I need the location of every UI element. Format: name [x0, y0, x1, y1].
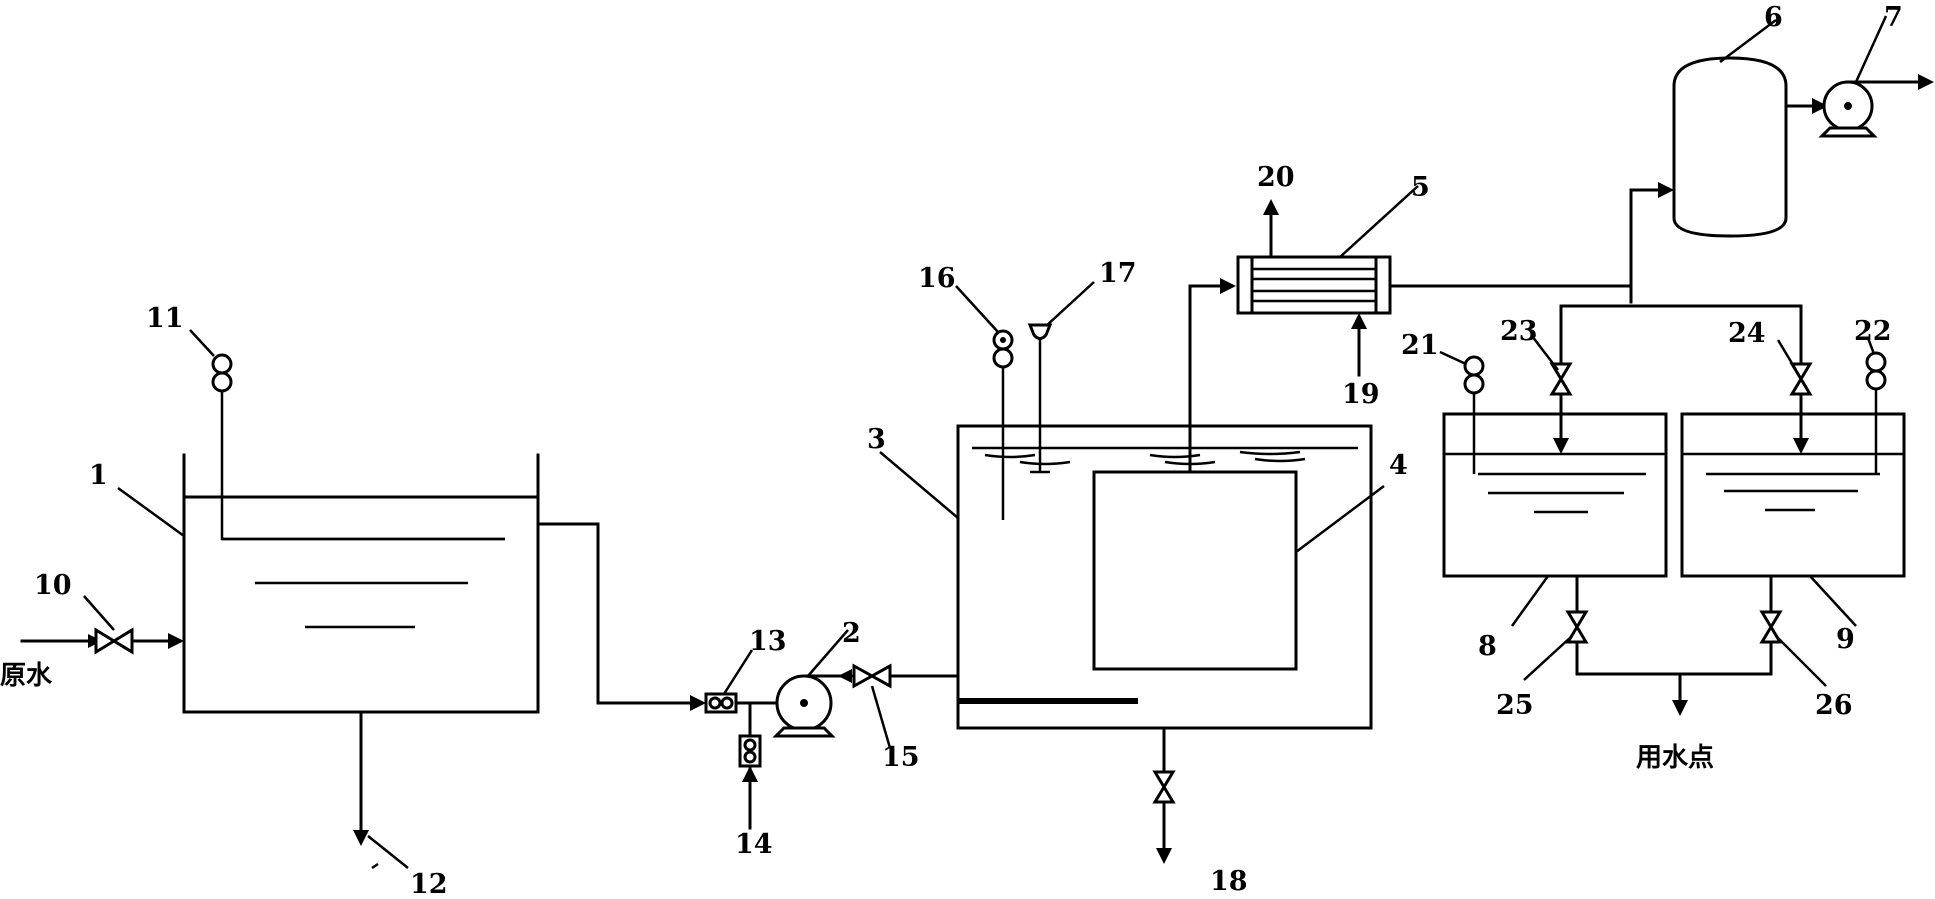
inlet-14 — [738, 701, 762, 830]
leader-lines — [83, 15, 1888, 870]
label-15: 15 — [882, 742, 920, 773]
vessel-6 — [1672, 56, 1828, 238]
tank-8 — [1442, 412, 1668, 578]
use-point-label: 用水点 — [1636, 742, 1714, 773]
sensor-16 — [992, 329, 1014, 520]
tank-9 — [1680, 412, 1906, 578]
label-17: 17 — [1099, 258, 1137, 289]
label-26: 26 — [1815, 690, 1853, 721]
level-sensor-22 — [1865, 351, 1887, 474]
level-sensor-21 — [1463, 355, 1485, 474]
membrane-module-4 — [1092, 278, 1298, 671]
label-8: 8 — [1478, 631, 1497, 662]
label-1: 1 — [89, 460, 108, 491]
heat-exchanger-5 — [1236, 199, 1392, 377]
label-13: 13 — [749, 626, 787, 657]
outlet-valves — [1565, 574, 1783, 716]
label-5: 5 — [1411, 172, 1430, 203]
label-23: 23 — [1500, 316, 1538, 347]
tank-3 — [956, 424, 1373, 864]
product-pipe — [1388, 182, 1803, 366]
label-20: 20 — [1257, 162, 1295, 193]
label-24: 24 — [1728, 318, 1766, 349]
label-7: 7 — [1884, 2, 1903, 33]
label-25: 25 — [1496, 690, 1534, 721]
valve-24 — [1789, 362, 1813, 454]
label-19: 19 — [1342, 379, 1380, 410]
label-12: 12 — [410, 869, 448, 899]
label-10: 10 — [34, 570, 72, 601]
label-18: 18 — [1210, 866, 1248, 897]
label-21: 21 — [1401, 330, 1439, 361]
label-16: 16 — [918, 263, 956, 294]
drain-12 — [353, 710, 369, 846]
label-22: 22 — [1854, 316, 1892, 347]
flowmeter-13 — [704, 692, 777, 714]
number-labels: 1 2 3 4 5 6 7 8 9 10 11 12 13 14 15 16 1… — [34, 2, 1903, 899]
label-9: 9 — [1836, 624, 1855, 655]
label-14: 14 — [735, 829, 773, 860]
pump-2 — [772, 674, 840, 738]
sensor-17 — [1027, 323, 1053, 474]
label-6: 6 — [1764, 2, 1783, 33]
label-4: 4 — [1389, 450, 1408, 481]
tank-1 — [182, 453, 540, 714]
pump-7 — [1818, 74, 1934, 138]
valve-10 — [94, 627, 134, 655]
raw-water-label: 原水 — [0, 661, 53, 691]
level-sensor-11 — [211, 353, 505, 541]
label-2: 2 — [842, 618, 861, 649]
pipe-tank1-to-pump — [536, 522, 706, 711]
label-3: 3 — [867, 424, 886, 455]
raw-water-inlet — [20, 627, 184, 655]
label-11: 11 — [146, 303, 184, 334]
valve-23 — [1549, 362, 1573, 454]
valve-15 — [836, 663, 960, 689]
